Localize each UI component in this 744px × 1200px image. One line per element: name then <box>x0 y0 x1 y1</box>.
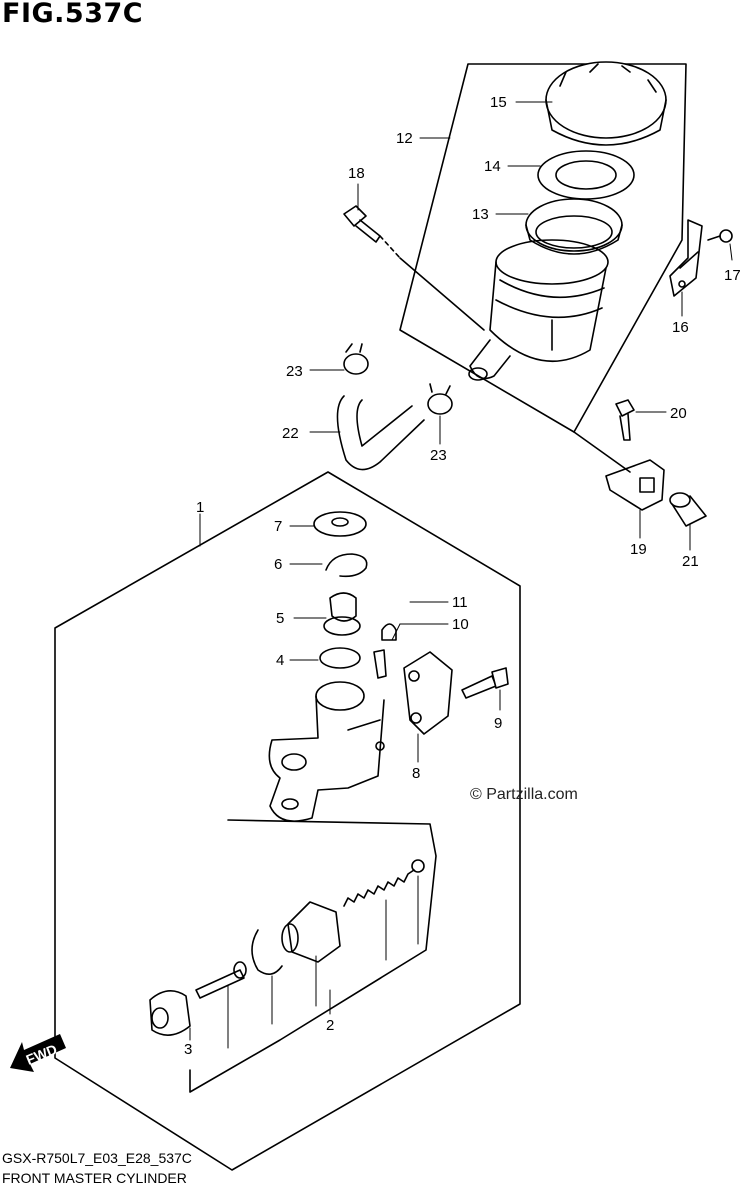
reservoir-body <box>468 239 609 381</box>
callout-20: 20 <box>670 405 687 422</box>
bracket-16 <box>669 219 733 297</box>
callout-2: 2 <box>326 1017 334 1034</box>
piston-spring <box>343 859 425 907</box>
bleeder-screw <box>373 649 387 679</box>
hose-connector <box>323 592 361 636</box>
grommet <box>669 492 707 527</box>
callout-14: 14 <box>484 158 501 175</box>
callout-23-upper: 23 <box>286 363 303 380</box>
assembly-outline-2 <box>189 819 437 1093</box>
figure-title: FIG.537C <box>2 0 144 29</box>
callout-18: 18 <box>348 165 365 182</box>
piston <box>281 901 341 963</box>
push-rod <box>195 961 247 999</box>
reservoir-bolt <box>343 205 401 259</box>
callout-10: 10 <box>452 616 469 633</box>
rod-boot <box>149 990 191 1036</box>
model-code: GSX-R750L7_E03_E28_537C <box>2 1150 192 1166</box>
hose-clamp-lower <box>427 383 453 415</box>
master-cylinder-body <box>268 681 385 822</box>
callout-21: 21 <box>682 553 699 570</box>
clamp-bolt <box>461 667 509 699</box>
callout-19: 19 <box>630 541 647 558</box>
bleeder-cap <box>381 623 397 641</box>
bracket-bolt <box>615 399 635 441</box>
callout-12: 12 <box>396 130 413 147</box>
callout-4: 4 <box>276 652 284 669</box>
watermark: © Partzilla.com <box>470 786 578 803</box>
callout-3: 3 <box>184 1041 192 1058</box>
callout-23-lower: 23 <box>430 447 447 464</box>
callout-6: 6 <box>274 556 282 573</box>
callout-labels: 1 2 3 4 5 6 7 8 9 10 11 12 13 14 15 16 1… <box>184 94 741 1058</box>
callout-16: 16 <box>672 319 689 336</box>
callout-15: 15 <box>490 94 507 111</box>
o-ring <box>319 647 361 669</box>
boot-cap <box>313 511 367 537</box>
callout-7: 7 <box>274 518 282 535</box>
assembly-outline-1 <box>54 471 521 1171</box>
callout-5: 5 <box>276 610 284 627</box>
diaphragm <box>525 198 623 255</box>
callout-11: 11 <box>452 594 468 611</box>
assembly-outline-12 <box>399 63 687 433</box>
bracket-19 <box>605 459 665 511</box>
svg-text:FWD: FWD <box>24 1041 60 1068</box>
figure-caption: FRONT MASTER CYLINDER <box>2 1170 187 1186</box>
callout-22: 22 <box>282 425 299 442</box>
callout-17: 17 <box>724 267 741 284</box>
leader-lines <box>189 101 733 1049</box>
callout-1: 1 <box>196 499 204 516</box>
callout-13: 13 <box>472 206 489 223</box>
circlip-lower <box>251 929 283 975</box>
reservoir-cap <box>545 61 667 146</box>
handlebar-clamp <box>403 651 453 735</box>
hose-clamp-upper <box>343 343 369 375</box>
callout-8: 8 <box>412 765 420 782</box>
callout-9: 9 <box>494 715 502 732</box>
forward-arrow: FWD <box>10 1034 66 1072</box>
circlip-upper <box>325 553 368 578</box>
diaphragm-plate <box>537 150 635 200</box>
reservoir-hose <box>336 395 425 471</box>
